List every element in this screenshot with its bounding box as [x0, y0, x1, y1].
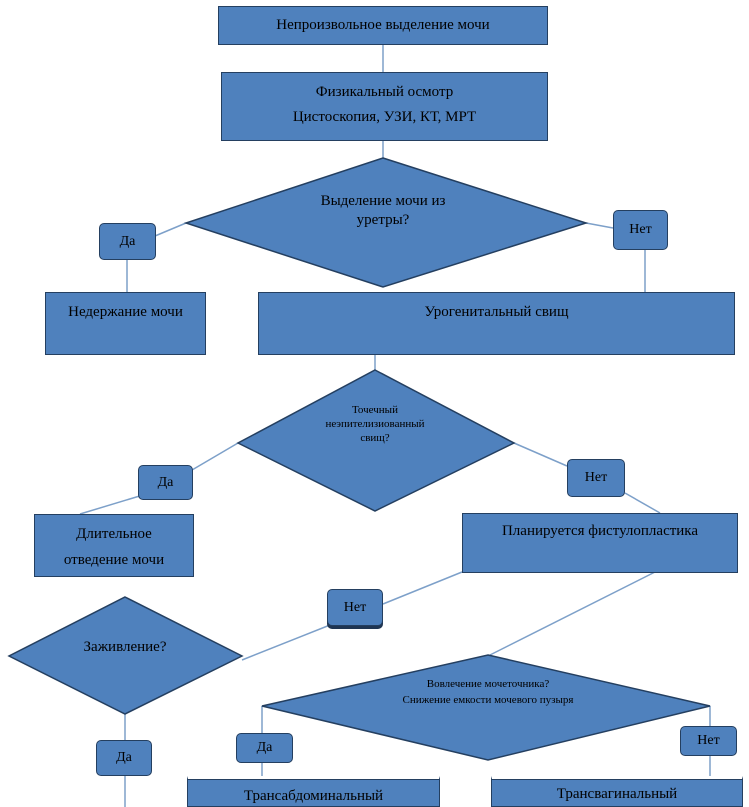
connector-q2-yes2 [191, 442, 239, 471]
yes-badge-4-label: Да [256, 740, 273, 755]
no-badge-4: Нет [680, 726, 737, 756]
decision-pinpoint-diamond [236, 369, 516, 512]
yes-badge-3-label: Да [116, 750, 132, 765]
start-label: Непроизвольное выделение мочи [276, 17, 490, 34]
decision-healing-diamond [7, 596, 244, 715]
connector-q2-no2 [513, 442, 568, 467]
drainage-label-line2: отведение мочи [63, 552, 165, 568]
transvaginal-node: Трансвагинальный [491, 776, 743, 807]
decision-urethra-diamond [183, 157, 589, 288]
connector-plan-q3 [489, 571, 656, 656]
decision-ureter-diamond [261, 654, 711, 761]
yes-badge-3: Да [96, 740, 152, 776]
decision-ureter-text: Вовлечение мочеточника? Снижение емкости… [353, 678, 623, 708]
incontinence-node: Недержание мочи [45, 292, 206, 355]
incontinence-label: Недержание мочи [68, 304, 183, 320]
no-badge-3: Нет [327, 589, 383, 626]
yes-badge-2-label: Да [157, 474, 174, 490]
decision-urethra-text: Выделение мочи из уретры? [283, 192, 483, 230]
exam-label-line2: Цистоскопия, УЗИ, КТ, МРТ [292, 108, 477, 125]
exam-node: Физикальный осмотр Цистоскопия, УЗИ, КТ,… [221, 72, 548, 141]
decision-urethra-line1: Выделение мочи из [320, 193, 446, 209]
yes-badge-1-label: Да [119, 233, 136, 249]
decision-urethra-line2: уретры? [356, 211, 410, 228]
yes-badge-4: Да [236, 733, 293, 763]
drainage-label-line1: Длительное [76, 526, 152, 542]
decision-pinpoint-text: Точечный неэпителизиованный свищ? [305, 404, 445, 445]
no-badge-1-label: Нет [629, 222, 652, 237]
no-badge-2-label: Нет [584, 470, 608, 485]
decision-pinpoint-line3: свищ? [360, 431, 390, 444]
exam-label-line1: Физикальный осмотр [315, 84, 454, 100]
no-badge-3-label: Нет [343, 599, 367, 615]
decision-pinpoint-line2: неэпителизиованный [325, 417, 425, 430]
decision-healing-text: Заживление? [45, 638, 205, 657]
decision-healing-label: Заживление? [83, 639, 167, 655]
connector-yes2-drainage [79, 494, 144, 515]
decision-pinpoint-line1: Точечный [352, 404, 398, 416]
drainage-node: Длительное отведение мочи [34, 514, 194, 577]
decision-ureter-line2: Снижение емкости мочевого пузыря [402, 693, 574, 706]
connector-q1-yes1 [154, 222, 187, 237]
start-node: Непроизвольное выделение мочи [218, 6, 548, 45]
plan-node: Планируется фистулопластика [462, 513, 738, 573]
transabdominal-node: Трансабдоминальный [187, 776, 440, 807]
no-badge-4-label: Нет [697, 733, 720, 748]
decision-ureter-line1: Вовлечение мочеточника? [426, 678, 550, 690]
fistula-label: Урогенитальный свищ [424, 304, 569, 320]
no-badge-2: Нет [567, 459, 625, 497]
transabdominal-label: Трансабдоминальный [243, 788, 384, 804]
yes-badge-2: Да [138, 465, 193, 500]
yes-badge-1: Да [99, 223, 156, 260]
connector-q1-no1 [585, 222, 614, 229]
transvaginal-label: Трансвагинальный [556, 786, 678, 802]
no-badge-1: Нет [613, 210, 668, 250]
fistula-node: Урогенитальный свищ [258, 292, 735, 355]
plan-label: Планируется фистулопластика [501, 523, 699, 539]
connector-no2-plan [624, 492, 661, 514]
connector-plan-no3 [382, 571, 463, 605]
connector-no3-healing [241, 624, 331, 661]
